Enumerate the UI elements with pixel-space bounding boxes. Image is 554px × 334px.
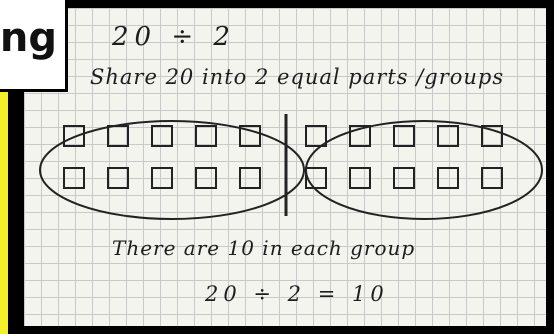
worksheet-drawing [24, 8, 546, 326]
counter-square [306, 126, 326, 146]
counter-square [196, 126, 216, 146]
counter-square [438, 168, 458, 188]
counter-square [394, 168, 414, 188]
frame-bottom-edge [24, 326, 546, 334]
counter-square [196, 168, 216, 188]
counter-square [394, 126, 414, 146]
instruction-text: Share 20 into 2 equal parts /groups [90, 65, 504, 89]
counter-square [108, 168, 128, 188]
counter-square [152, 168, 172, 188]
counter-square [152, 126, 172, 146]
result-sentence: There are 10 in each group [112, 236, 415, 260]
counter-square [64, 126, 84, 146]
heading-text: ng [0, 18, 57, 58]
division-equation-top: 20 ÷ 2 [112, 22, 236, 52]
grid-paper [24, 8, 546, 326]
counter-square [64, 168, 84, 188]
counter-square [240, 168, 260, 188]
group-right-outline [306, 121, 542, 219]
counter-square [306, 168, 326, 188]
counter-square [482, 168, 502, 188]
counter-square [350, 168, 370, 188]
division-equation-bottom: 20 ÷ 2 = 10 [205, 282, 389, 306]
counter-square [438, 126, 458, 146]
heading-box: ng [0, 0, 68, 92]
counter-square [108, 126, 128, 146]
